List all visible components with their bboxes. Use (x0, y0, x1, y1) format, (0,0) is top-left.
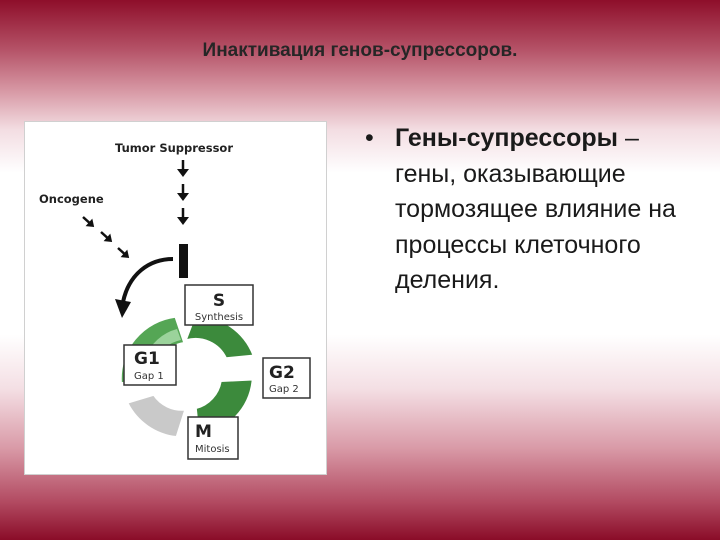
oncogene-label: Oncogene (39, 192, 104, 206)
bullet-term: Гены-супрессоры (395, 124, 619, 152)
oncogene-arrows (82, 216, 130, 259)
cell-cycle-diagram: Tumor Suppressor Oncogene (39, 141, 311, 460)
bullet-marker: • (365, 124, 374, 152)
phase-s-letter: S (213, 291, 225, 311)
phase-m-letter: M (195, 422, 212, 442)
diagonal-arrow-icon (82, 216, 95, 228)
inhibition-bar (179, 244, 188, 278)
phase-box-g1: G1 Gap 1 (123, 344, 177, 386)
curved-arrow (121, 257, 174, 303)
phase-box-s: S Synthesis (184, 284, 254, 326)
bullet-item: • Гены-супрессоры – гены, оказывающие то… (365, 121, 695, 299)
tumor-suppressor-arrows (177, 160, 189, 225)
phase-g2-letter: G2 (269, 363, 295, 383)
phase-g2-name: Gap 2 (269, 384, 299, 395)
curved-arrow-head-icon (115, 299, 131, 318)
phase-box-g2: G2 Gap 2 (262, 357, 311, 399)
phase-box-m: M Mitosis (187, 416, 239, 460)
down-arrow-icon (177, 208, 189, 225)
phase-g1-letter: G1 (134, 349, 160, 369)
down-arrow-icon (177, 184, 189, 201)
diagonal-arrow-icon (117, 247, 130, 259)
cell-cycle-figure: Tumor Suppressor Oncogene (24, 121, 327, 475)
phase-m-name: Mitosis (195, 444, 230, 455)
phase-g1-name: Gap 1 (134, 371, 164, 382)
phase-s-name: Synthesis (195, 312, 243, 323)
bullet-text-block: • Гены-супрессоры – гены, оказывающие то… (365, 121, 695, 299)
bullet-definition: – гены, оказывающие тормозящее влияние н… (395, 124, 676, 294)
slide-title: Инактивация генов-супрессоров. (202, 40, 518, 61)
ring-segment-m (126, 394, 187, 438)
diagonal-arrow-icon (100, 231, 113, 243)
down-arrow-icon (177, 160, 189, 177)
bullet-body: Гены-супрессоры – гены, оказывающие торм… (395, 121, 695, 299)
tumor-suppressor-label: Tumor Suppressor (115, 141, 233, 155)
